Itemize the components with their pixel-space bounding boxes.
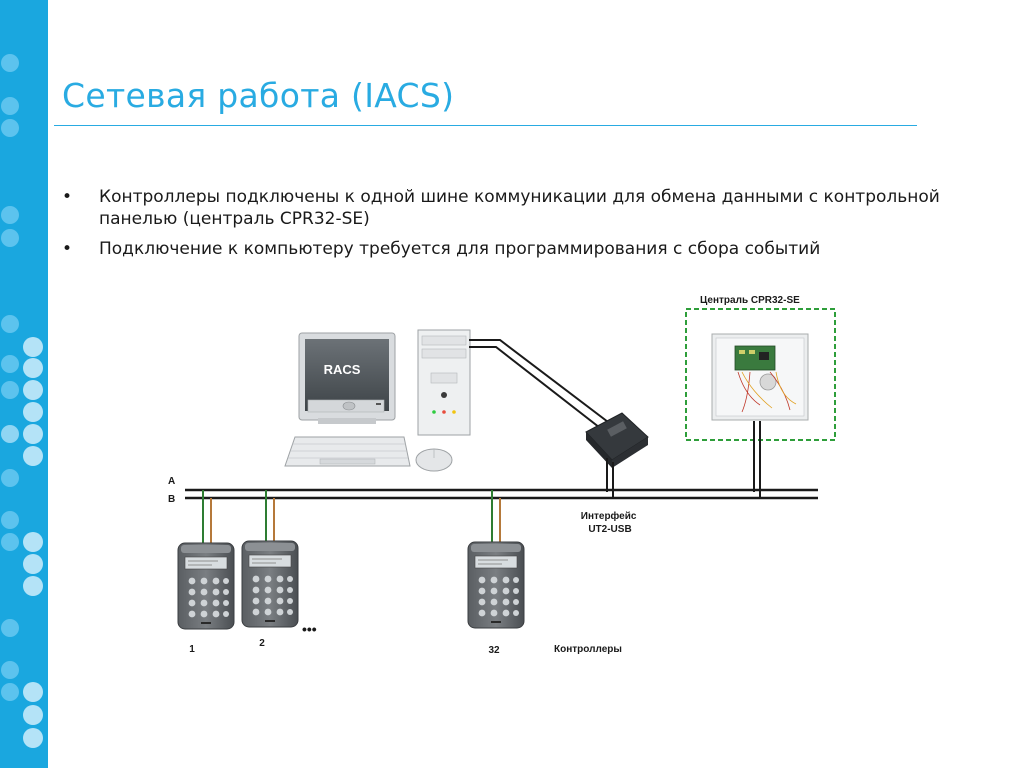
bus-label-a: A: [168, 476, 175, 487]
decorative-dot: [1, 119, 19, 137]
bullet-item: • Подключение к компьютеру требуется для…: [62, 238, 942, 260]
decorative-dot: [1, 683, 19, 701]
decorative-dot: [1, 97, 19, 115]
decorative-dot: [1, 229, 19, 247]
bullet-text: Контроллеры подключены к одной шине комм…: [99, 187, 940, 229]
decorative-dot: [23, 554, 43, 574]
decorative-dot: [23, 380, 43, 400]
decorative-dot: [23, 728, 43, 748]
bus-label-b: B: [168, 494, 175, 505]
keypad-reader-icon: [177, 542, 235, 630]
keyboard-icon: [284, 436, 411, 467]
keypad-reader-icon: [241, 540, 299, 628]
decorative-dot: [1, 381, 19, 399]
decorative-dot: [1, 511, 19, 529]
decorative-dot: [1, 469, 19, 487]
pc-tower-icon: [417, 329, 471, 436]
controller-number: 2: [259, 638, 265, 649]
decorative-dot: [1, 619, 19, 637]
network-diagram: Централь CPR32-SE RACS: [168, 295, 836, 656]
controller-number: 1: [189, 644, 195, 655]
keypad-reader-icon: [467, 541, 525, 629]
decorative-dot: [23, 576, 43, 596]
bullet-list: • Контроллеры подключены к одной шине ко…: [62, 186, 942, 268]
decorative-dot: [23, 424, 43, 444]
decorative-dot: [1, 54, 19, 72]
controllers-label: Контроллеры: [554, 644, 622, 655]
decorative-dot: [23, 337, 43, 357]
decorative-dot: [1, 315, 19, 333]
decorative-dot: [1, 425, 19, 443]
decorative-dot: [1, 661, 19, 679]
decorative-dot: [1, 355, 19, 373]
monitor-text: RACS: [324, 362, 361, 377]
interface-label-line1: Интерфейс: [581, 510, 637, 522]
usb-interface-icon: [585, 412, 649, 468]
bullet-text: Подключение к компьютеру требуется для п…: [99, 239, 821, 259]
controller-number: 32: [488, 645, 500, 656]
decorative-dot: [23, 358, 43, 378]
monitor-icon: [298, 332, 396, 424]
interface-label-line2: UT2-USB: [588, 524, 631, 535]
mouse-icon: [415, 448, 453, 472]
bullet-mark: •: [62, 239, 73, 259]
panel-label: Централь CPR32-SE: [700, 295, 800, 306]
side-decoration-bar: [0, 0, 48, 768]
decorative-dot: [1, 533, 19, 551]
decorative-dot: [1, 206, 19, 224]
control-panel-icon: [711, 333, 809, 421]
decorative-dot: [23, 705, 43, 725]
interface-label: Интерфейс UT2-USB: [581, 510, 639, 535]
controllers-ellipsis: •••: [302, 621, 317, 637]
decorative-dot: [23, 446, 43, 466]
decorative-dot: [23, 682, 43, 702]
decorative-dot: [23, 532, 43, 552]
title-underline: [54, 125, 917, 126]
bullet-mark: •: [62, 187, 73, 207]
bullet-item: • Контроллеры подключены к одной шине ко…: [62, 186, 942, 230]
decorative-dot: [23, 402, 43, 422]
slide-title: Сетевая работа (IACS): [62, 76, 455, 115]
